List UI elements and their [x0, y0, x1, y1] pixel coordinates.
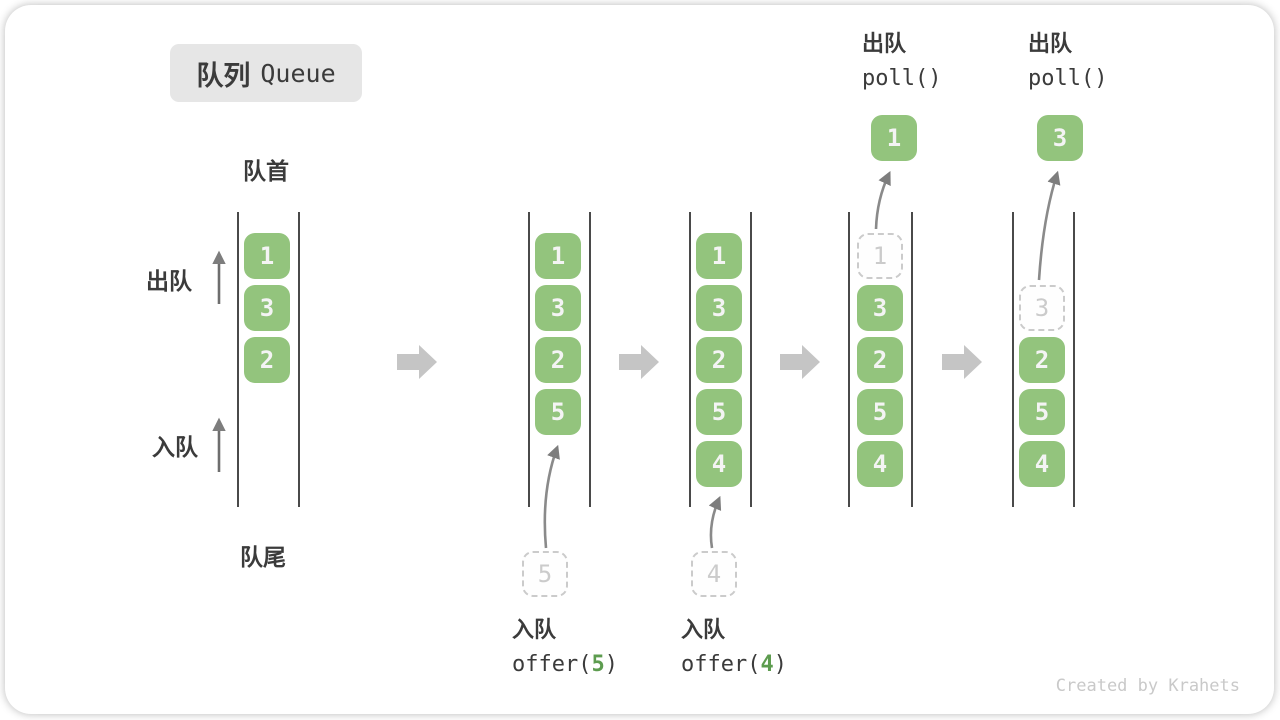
queue-element-box: 1	[244, 233, 290, 279]
enqueue-argument: 4	[760, 652, 774, 677]
queue-channel	[689, 212, 752, 507]
enqueue-operation-code: offer(5)	[512, 652, 618, 677]
watermark-credit: Created by Krahets	[1055, 676, 1240, 696]
queue-element-box: 4	[1019, 441, 1065, 487]
enqueue-operation-label: 入队	[512, 617, 557, 642]
dequeue-operation-code: poll()	[1028, 66, 1108, 91]
queue-channel	[528, 212, 591, 507]
dequeue-side-label: 出队	[146, 268, 192, 294]
queue-element-box: 3	[244, 285, 290, 331]
staged-element-box: 5	[522, 551, 568, 597]
enqueue-operation-code: offer(4)	[681, 652, 787, 677]
title-zh: 队列	[196, 60, 251, 91]
queue-element-box: 1	[696, 233, 742, 279]
queue-element-box: 3	[696, 285, 742, 331]
queue-element-box: 5	[696, 389, 742, 435]
staged-element-box: 4	[691, 551, 737, 597]
dequeued-element-box: 3	[1037, 115, 1083, 161]
enqueue-operation-label: 入队	[681, 617, 726, 642]
queue-element-box: 4	[696, 441, 742, 487]
enqueue-side-label: 入队	[152, 434, 198, 460]
enqueue-argument: 5	[591, 652, 605, 677]
enqueue-operation: 入队 offer(5)	[512, 612, 618, 682]
queue-element-box: 2	[244, 337, 290, 383]
queue-element-box: 5	[535, 389, 581, 435]
state-transition-arrow	[942, 345, 982, 379]
dequeue-operation-label: 出队	[862, 31, 907, 56]
queue-rear-label: 队尾	[240, 544, 286, 570]
queue-element-box: 2	[857, 337, 903, 383]
state-transition-arrow	[780, 345, 820, 379]
dequeued-slot-placeholder: 1	[857, 233, 903, 279]
queue-element-box: 5	[857, 389, 903, 435]
dequeued-slot-placeholder: 3	[1019, 285, 1065, 331]
dequeued-element-box: 1	[871, 115, 917, 161]
dequeue-operation: 出队 poll()	[1028, 26, 1107, 96]
queue-element-box: 4	[857, 441, 903, 487]
dequeue-operation-code: poll()	[862, 66, 942, 91]
queue-element-box: 5	[1019, 389, 1065, 435]
queue-element-box: 3	[535, 285, 581, 331]
state-transition-arrow	[397, 345, 437, 379]
title-badge: 队列 Queue	[170, 44, 362, 102]
queue-element-box: 3	[857, 285, 903, 331]
title-en: Queue	[260, 58, 336, 88]
queue-channel	[848, 212, 913, 507]
dequeue-operation: 出队 poll()	[862, 26, 941, 96]
queue-element-box: 2	[1019, 337, 1065, 383]
dequeue-operation-label: 出队	[1028, 31, 1073, 56]
queue-channel	[237, 212, 300, 507]
state-transition-arrow	[619, 345, 659, 379]
queue-element-box: 2	[696, 337, 742, 383]
enqueue-operation: 入队 offer(4)	[681, 612, 787, 682]
queue-channel	[1012, 212, 1075, 507]
queue-front-label: 队首	[243, 158, 289, 184]
queue-element-box: 1	[535, 233, 581, 279]
queue-element-box: 2	[535, 337, 581, 383]
